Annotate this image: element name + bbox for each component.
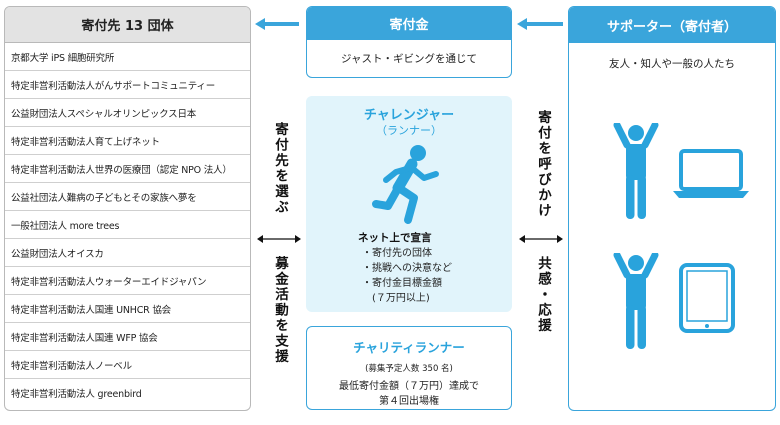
organization-item: 京都大学 iPS 細胞研究所 <box>5 43 250 71</box>
declaration-item: ・寄付先の団体 <box>362 248 432 259</box>
organization-item: 一般社団法人 more trees <box>5 211 250 239</box>
flow-label-support-fundraising: 募金活動を支援 <box>272 256 288 365</box>
organization-item: 特定非営利活動法人国連 UNHCR 協会 <box>5 295 250 323</box>
challenger-title: チャレンジャー <box>363 108 455 123</box>
organization-item: 特定非営利活動法人ノーベル <box>5 351 250 379</box>
double-arrow-icon <box>257 235 301 243</box>
donation-header: 寄付金 <box>307 7 511 40</box>
double-arrow-icon <box>519 235 563 243</box>
challenger-subtitle: （ランナー） <box>376 124 442 137</box>
organization-list: 京都大学 iPS 細胞研究所 特定非営利活動法人がんサポートコミュニティー 公益… <box>5 43 250 407</box>
organization-item: 特定非営利活動法人育て上げネット <box>5 127 250 155</box>
charity-runner-title: チャリティランナー <box>353 340 465 355</box>
organization-item: 特定非営利活動法人世界の医療団（認定 NPO 法人） <box>5 155 250 183</box>
declaration-title: ネット上で宣言 <box>358 232 432 244</box>
declaration-list: ・寄付先の団体 ・挑戦への決意など ・寄付金目標金額 (７万円以上) <box>362 246 452 306</box>
person-arms-up-icon <box>613 253 659 349</box>
organization-item: 公益財団法人オイスカ <box>5 239 250 267</box>
charity-runner-condition-line: 最低寄付金額（７万円）達成で <box>339 381 479 392</box>
donation-box: 寄付金 ジャスト・ギビングを通じて <box>306 6 512 78</box>
charity-runner-note: (募集予定人数 350 名) <box>365 364 453 374</box>
declaration-item: (７万円以上) <box>362 293 430 304</box>
challenger-box: チャレンジャー （ランナー） ネット上で宣言 ・寄付先の団体 ・挑戦への決意など… <box>306 96 512 312</box>
supporter-panel: サポーター（寄付者） 友人・知人や一般の人たち <box>568 6 776 411</box>
organization-item: 公益社団法人難病の子どもとその家族へ夢を <box>5 183 250 211</box>
declaration-item: ・挑戦への決意など <box>362 263 452 274</box>
organization-panel: 寄付先 13 団体 京都大学 iPS 細胞研究所 特定非営利活動法人がんサポート… <box>4 6 251 411</box>
charity-runner-condition-line: 第４回出場権 <box>379 396 439 407</box>
flow-label-choose-recipient: 寄付先を選ぶ <box>272 122 288 215</box>
organization-item: 特定非営利活動法人国連 WFP 協会 <box>5 323 250 351</box>
organization-item: 特定非営利活動法人がんサポートコミュニティー <box>5 71 250 99</box>
person-arms-up-icon <box>613 123 659 219</box>
runner-icon <box>372 145 439 224</box>
tablet-icon <box>679 263 735 333</box>
laptop-icon <box>673 149 749 198</box>
supporter-header: サポーター（寄付者） <box>569 7 775 43</box>
arrow-left-icon <box>255 18 299 30</box>
flow-label-empathy-support: 共感・応援 <box>535 256 551 334</box>
donation-subtitle: ジャスト・ギビングを通じて <box>341 53 477 65</box>
supporter-subtitle: 友人・知人や一般の人たち <box>609 58 735 70</box>
flow-label-call-for-donation: 寄付を呼びかけ <box>535 110 551 219</box>
organization-header: 寄付先 13 団体 <box>5 7 250 43</box>
arrow-left-icon <box>517 18 563 30</box>
declaration-item: ・寄付金目標金額 <box>362 278 442 289</box>
organization-item: 特定非営利活動法人ウォーターエイドジャパン <box>5 267 250 295</box>
organization-item: 公益財団法人スペシャルオリンピックス日本 <box>5 99 250 127</box>
organization-item: 特定非営利活動法人 greenbird <box>11 389 142 400</box>
charity-runner-box: チャリティランナー (募集予定人数 350 名) 最低寄付金額（７万円）達成で … <box>306 326 512 410</box>
charity-runner-condition: 最低寄付金額（７万円）達成で 第４回出場権 <box>307 379 511 409</box>
